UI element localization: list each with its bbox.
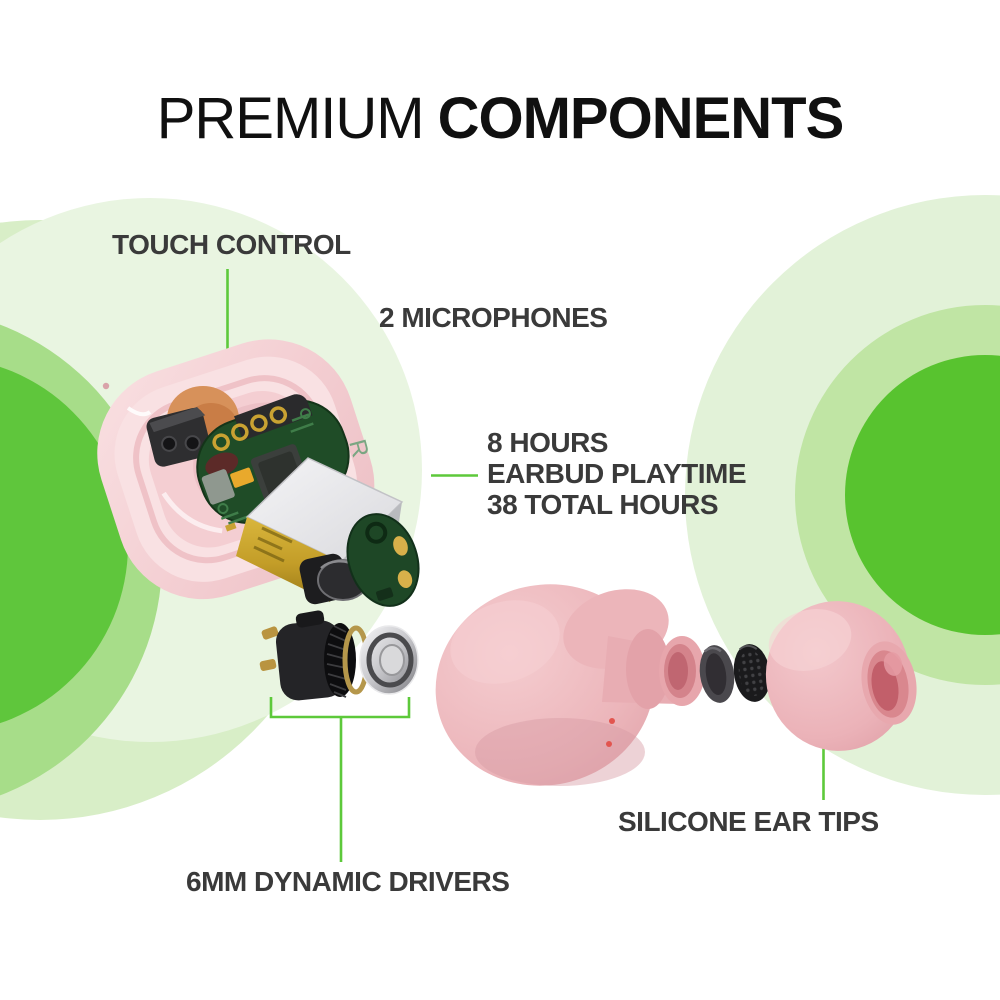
battery-label: 8 HOURS EARBUD PLAYTIME 38 TOTAL HOURS: [487, 427, 747, 520]
drivers-label: 6MM DYNAMIC DRIVERS: [186, 866, 510, 897]
background-circles-right: [685, 195, 1000, 795]
touch-control-label: TOUCH CONTROL: [112, 229, 351, 260]
title-word-premium: PREMIUM: [156, 86, 425, 151]
microphone-block-illustration: [146, 406, 212, 467]
shell-pinhole: [102, 382, 110, 390]
title-word-components: COMPONENTS: [437, 86, 845, 151]
battery-label-line2: EARBUD PLAYTIME: [487, 458, 747, 489]
earbud-body-illustration: [435, 584, 705, 786]
speaker-mesh-illustration: [733, 644, 771, 702]
ear-tips-label: SILICONE EAR TIPS: [618, 806, 879, 837]
small-pcb-illustration: [346, 513, 420, 607]
ear-tip-illustration: [765, 601, 917, 751]
battery-label-line3: 38 TOTAL HOURS: [487, 489, 719, 520]
battery-label-line1: 8 HOURS: [487, 427, 608, 458]
drivers-callout-bracket: [269, 697, 411, 862]
pcb-right-marking: R: [343, 437, 374, 461]
driver-illustration: [259, 610, 419, 701]
gasket-disc-illustration: [699, 645, 735, 703]
earbud-shell-illustration: R: [97, 339, 420, 607]
microphones-label: 2 MICROPHONES: [379, 302, 608, 333]
